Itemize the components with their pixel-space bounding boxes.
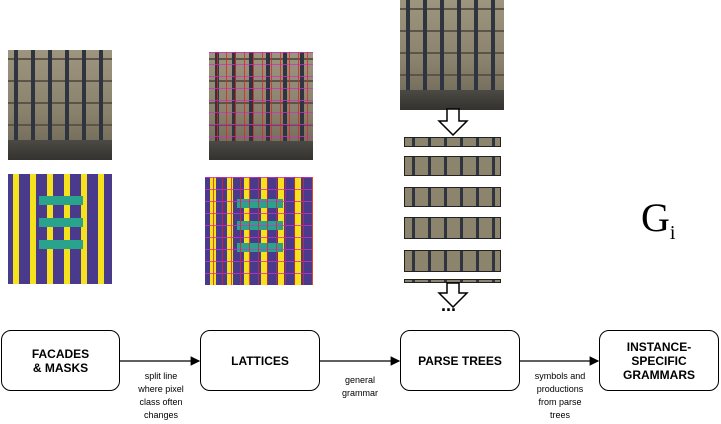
mask-balcony — [39, 196, 83, 205]
parse-strip — [404, 156, 501, 176]
parse-strip — [404, 187, 501, 207]
parse-tree-facade-photo — [400, 0, 504, 110]
parse-strip — [404, 250, 501, 272]
facade-photo — [8, 50, 112, 160]
label-mask — [8, 174, 112, 284]
split-line-label: split line where pixel class often chang… — [138, 371, 184, 420]
down-arrow-icon — [437, 282, 469, 308]
instance-specific-grammars-node: INSTANCE- SPECIFIC GRAMMARS — [599, 330, 719, 391]
parse-trees-node: PARSE TREES — [400, 330, 520, 391]
grammar-symbol-base: G — [641, 195, 670, 240]
general-grammar-label: general grammar — [341, 375, 378, 398]
lattice-facade-photo — [209, 52, 313, 160]
ellipsis: ... — [441, 295, 457, 315]
lattice-overlay — [205, 177, 313, 285]
lattices-node: LATTICES — [200, 330, 320, 391]
mask-balcony — [39, 240, 83, 249]
grammar-symbol: Gi — [641, 194, 675, 245]
facades-masks-node: FACADES & MASKS — [1, 330, 120, 391]
lattice-mask — [205, 177, 313, 285]
down-arrow-icon — [437, 108, 469, 136]
mask-balcony — [39, 218, 83, 227]
grammar-symbol-sub: i — [669, 222, 676, 244]
symbols-productions-label: symbols and productions from parse trees — [534, 371, 586, 420]
parse-strip — [404, 217, 501, 239]
parse-strip — [404, 137, 501, 147]
